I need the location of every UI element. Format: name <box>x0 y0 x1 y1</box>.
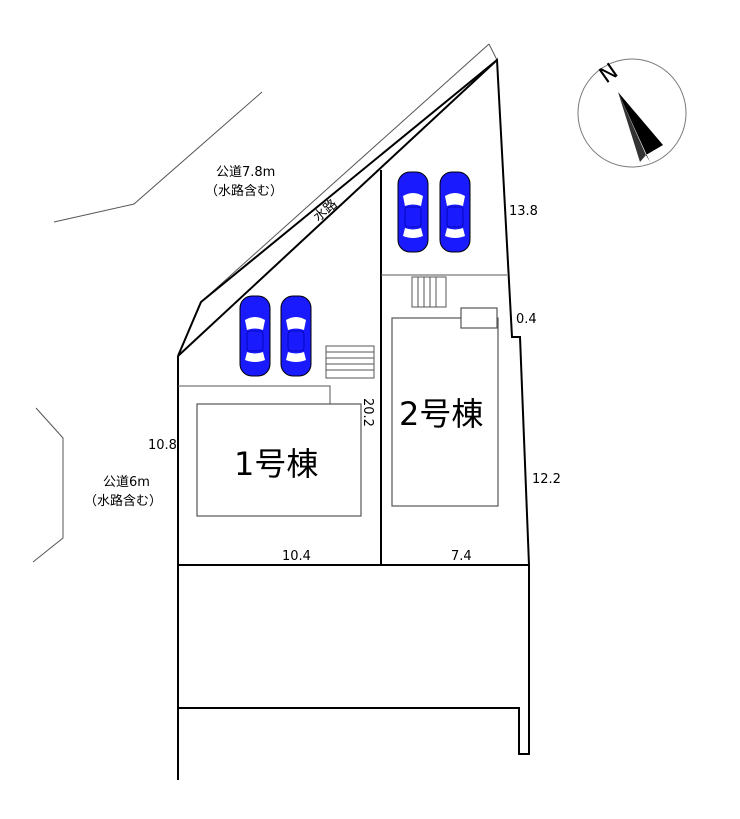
diagonal-front <box>177 59 498 357</box>
car-icon <box>397 171 429 253</box>
dim-south-lot1: 10.4 <box>282 549 311 564</box>
dim-west: 10.8 <box>148 438 177 453</box>
building-lot1 <box>196 403 362 517</box>
stairs-icon <box>411 276 447 308</box>
road-west-note: （水路含む） <box>84 493 162 509</box>
building-lot1-label: 1号棟 <box>234 445 318 483</box>
road-edge-north <box>53 91 263 223</box>
car-icon <box>439 171 471 253</box>
waterway-end <box>488 43 498 61</box>
lot1-yard-line <box>178 385 356 405</box>
road-north-label: 公道7.8m <box>216 165 275 180</box>
building-lot2-annex <box>460 307 498 329</box>
dim-partition: 20.2 <box>360 398 375 427</box>
lot-boundary <box>177 57 530 755</box>
car-icon <box>239 295 271 377</box>
road-west-label: 公道6m <box>103 475 150 490</box>
dim-east-lower: 12.2 <box>532 472 561 487</box>
dim-east-jog: 0.4 <box>516 312 537 327</box>
road-north-note: （水路含む） <box>205 183 283 199</box>
dim-east-upper: 13.8 <box>509 204 538 219</box>
road-edge-west <box>32 407 64 563</box>
compass-icon: N <box>577 58 687 168</box>
dim-south-lot2: 7.4 <box>451 549 472 564</box>
waterway-edge <box>200 43 490 303</box>
building-lot2-label: 2号棟 <box>399 395 483 433</box>
car-icon <box>280 295 312 377</box>
stairs-icon <box>325 345 375 379</box>
building-lot2 <box>391 317 499 507</box>
